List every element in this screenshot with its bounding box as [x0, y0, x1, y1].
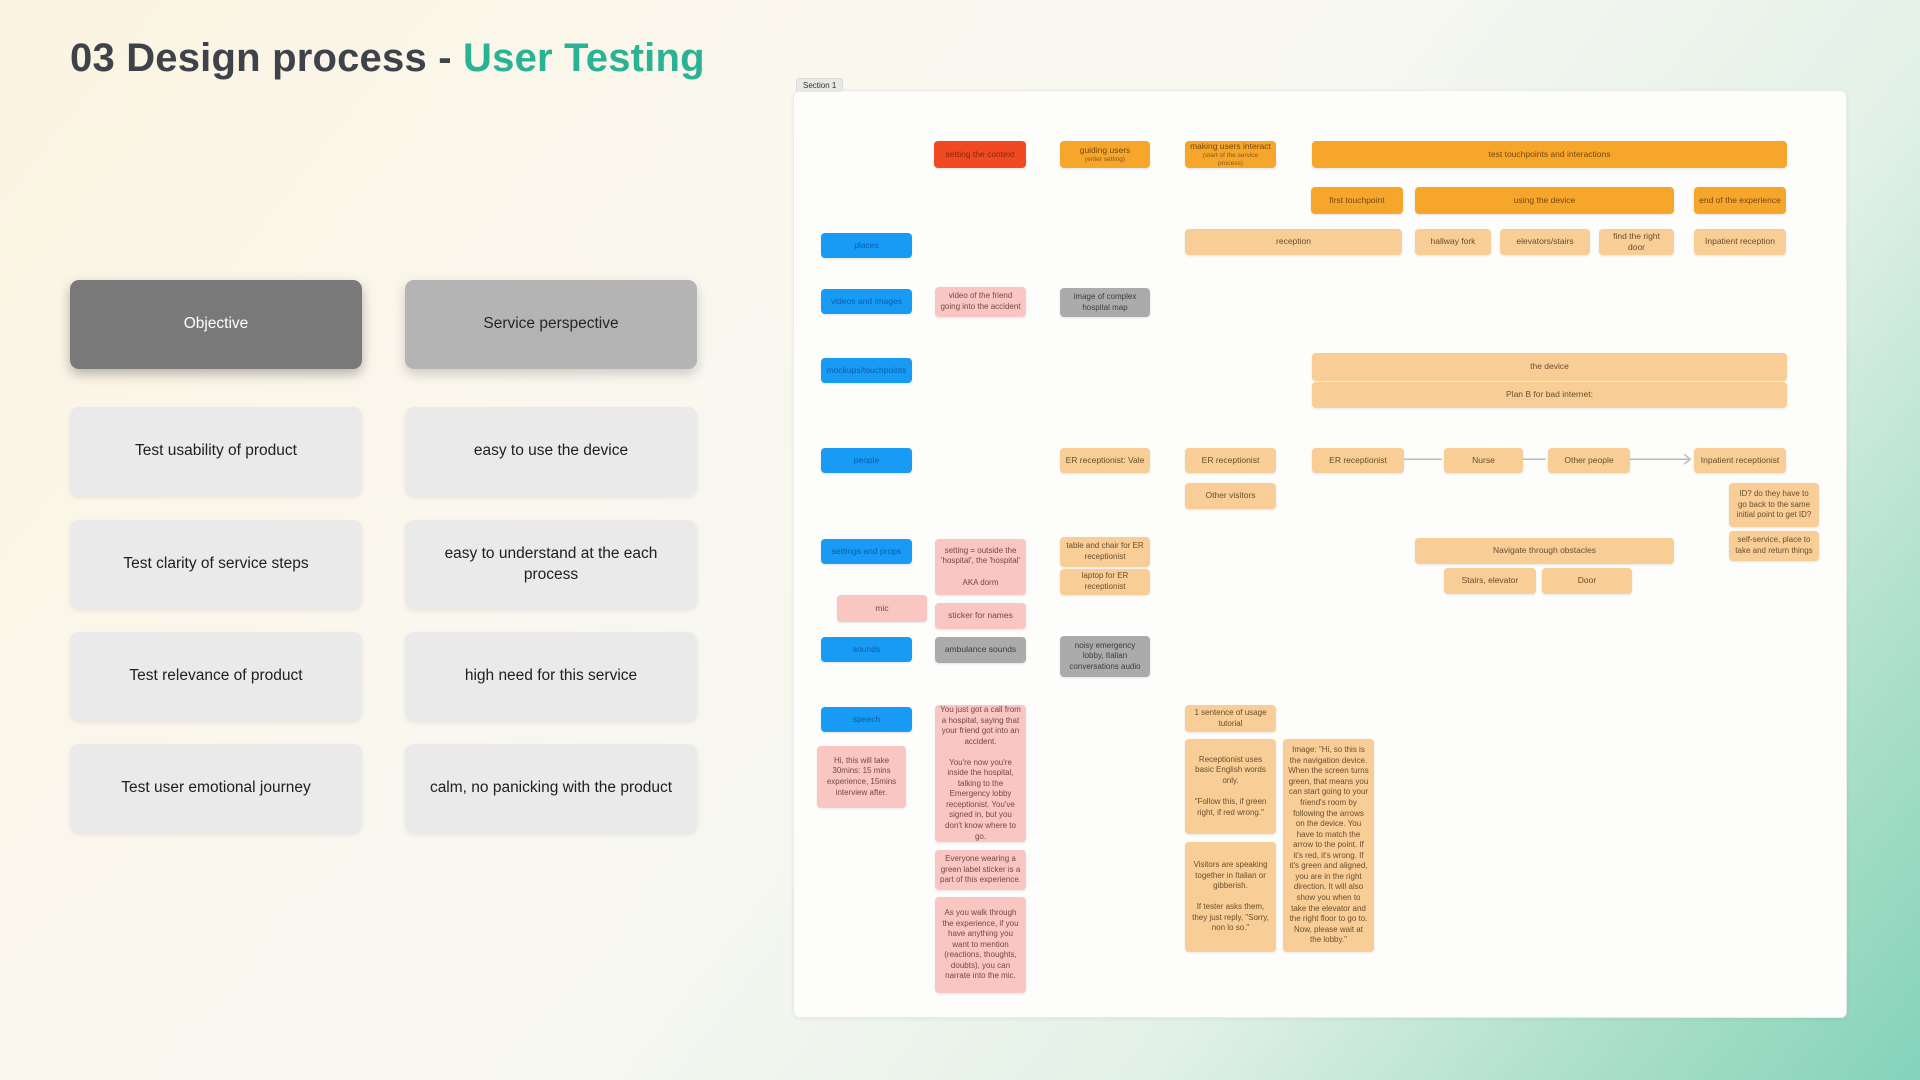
sticky-other-visitors[interactable]: Other visitors	[1185, 483, 1276, 509]
card-test-relevance[interactable]: Test relevance of product	[70, 632, 362, 721]
sticky-call-story[interactable]: You just got a call from a hospital, say…	[935, 705, 1026, 842]
sticky-image-hospital-map[interactable]: image of complex hospital map	[1060, 288, 1150, 317]
sticky-er-receptionist-col[interactable]: ER receptionist	[1185, 448, 1276, 473]
card-test-usability[interactable]: Test usability of product	[70, 407, 362, 496]
sticky-hi-30mins[interactable]: Hi, this will take 30mins: 15 mins exper…	[817, 746, 906, 808]
sticky-guiding-users[interactable]: guiding users(enter setting)	[1060, 141, 1150, 168]
sticky-id-question[interactable]: ID? do they have to go back to the same …	[1729, 483, 1819, 527]
card-easy-to-understand[interactable]: easy to understand at the each process	[405, 520, 697, 609]
sticky-table-and-chair[interactable]: table and chair for ER receptionist	[1060, 537, 1150, 567]
sticky-usage-tutorial[interactable]: 1 sentence of usage tutorial	[1185, 705, 1276, 732]
sticky-chain-other-people[interactable]: Other people	[1548, 448, 1630, 473]
page-title-prefix: 03 Design process -	[70, 36, 464, 80]
sticky-end-of-experience[interactable]: end of the experience	[1694, 187, 1786, 214]
sticky-making-users-interact[interactable]: making users interact(start of the servi…	[1185, 141, 1276, 168]
sticky-green-label-sticker[interactable]: Everyone wearing a green label sticker i…	[935, 850, 1026, 890]
sticky-hallway-fork[interactable]: hallway fork	[1415, 229, 1491, 255]
sticky-category-videos-images[interactable]: videos and images	[821, 289, 912, 314]
sticky-inpatient-reception[interactable]: Inpatient reception	[1694, 229, 1786, 255]
sticky-category-sounds[interactable]: sounds	[821, 637, 912, 662]
figjam-board: Section 1 setting the context guiding us…	[793, 78, 1847, 1018]
sticky-test-touchpoints[interactable]: test touchpoints and interactions	[1312, 141, 1787, 168]
sticky-category-people[interactable]: people	[821, 448, 912, 473]
card-calm-no-panicking[interactable]: calm, no panicking with the product	[405, 744, 697, 833]
sticky-chain-inpatient-receptionist[interactable]: Inpatient receptionist	[1694, 448, 1786, 473]
sticky-chain-nurse[interactable]: Nurse	[1444, 448, 1523, 473]
page-title-accent: User Testing	[463, 36, 705, 80]
sticky-the-device[interactable]: the device	[1312, 353, 1787, 381]
sticky-sticker-for-names[interactable]: sticker for names	[935, 603, 1026, 629]
sticky-setting-the-context[interactable]: setting the context	[934, 141, 1026, 168]
page-title: 03 Design process - User Testing	[70, 36, 705, 81]
card-test-emotional-journey[interactable]: Test user emotional journey	[70, 744, 362, 833]
sticky-image-tutorial[interactable]: Image: "Hi, so this is the navigation de…	[1283, 739, 1374, 952]
sticky-laptop[interactable]: laptop for ER receptionist	[1060, 569, 1150, 595]
sticky-category-settings-props[interactable]: settings and props	[821, 539, 912, 564]
sticky-visitors-italian[interactable]: Visitors are speaking together in Italia…	[1185, 842, 1276, 952]
sticky-video-of-friend[interactable]: video of the friend going into the accid…	[935, 287, 1026, 317]
sticky-guiding-users-subtext: (enter setting)	[1084, 156, 1126, 164]
sticky-noisy-lobby[interactable]: noisy emergency lobby, Italian conversat…	[1060, 636, 1150, 677]
sticky-er-receptionist-vale[interactable]: ER receptionist: Vale	[1060, 448, 1150, 473]
sticky-using-the-device[interactable]: using the device	[1415, 187, 1674, 214]
sticky-door[interactable]: Door	[1542, 568, 1632, 594]
sticky-plan-b-bad-internet[interactable]: Plan B for bad internet:	[1312, 382, 1787, 408]
card-test-clarity[interactable]: Test clarity of service steps	[70, 520, 362, 609]
sticky-stairs-elevator[interactable]: Stairs, elevator	[1444, 568, 1536, 594]
sticky-mic[interactable]: mic	[837, 595, 927, 622]
sticky-self-service[interactable]: self-service, place to take and return t…	[1729, 531, 1819, 561]
card-objective[interactable]: Objective	[70, 280, 362, 369]
sticky-navigate-obstacles[interactable]: Navigate through obstacles	[1415, 538, 1674, 564]
sticky-making-users-subtext: (start of the service process)	[1202, 152, 1259, 168]
sticky-narrate-into-mic[interactable]: As you walk through the experience, if y…	[935, 897, 1026, 993]
card-high-need[interactable]: high need for this service	[405, 632, 697, 721]
sticky-category-speech[interactable]: speech	[821, 707, 912, 732]
sticky-first-touchpoint[interactable]: first touchpoint	[1311, 187, 1403, 214]
sticky-setting-outside-hospital[interactable]: setting = outside the 'hospital', the 'h…	[935, 539, 1026, 595]
sticky-reception[interactable]: reception	[1185, 229, 1402, 255]
section-tab[interactable]: Section 1	[796, 78, 844, 92]
sticky-category-places[interactable]: places	[821, 233, 912, 258]
sticky-find-right-door[interactable]: find the right door	[1599, 229, 1674, 255]
card-service-perspective[interactable]: Service perspective	[405, 280, 697, 369]
sticky-category-mockups-touchpoints[interactable]: mockups/touchpoints	[821, 358, 912, 383]
sticky-chain-er-receptionist[interactable]: ER receptionist	[1312, 448, 1404, 473]
sticky-receptionist-english[interactable]: Receptionist uses basic English words on…	[1185, 739, 1276, 834]
sticky-ambulance-sounds[interactable]: ambulance sounds	[935, 637, 1026, 663]
card-easy-to-use[interactable]: easy to use the device	[405, 407, 697, 496]
sticky-elevators-stairs[interactable]: elevators/stairs	[1500, 229, 1590, 255]
